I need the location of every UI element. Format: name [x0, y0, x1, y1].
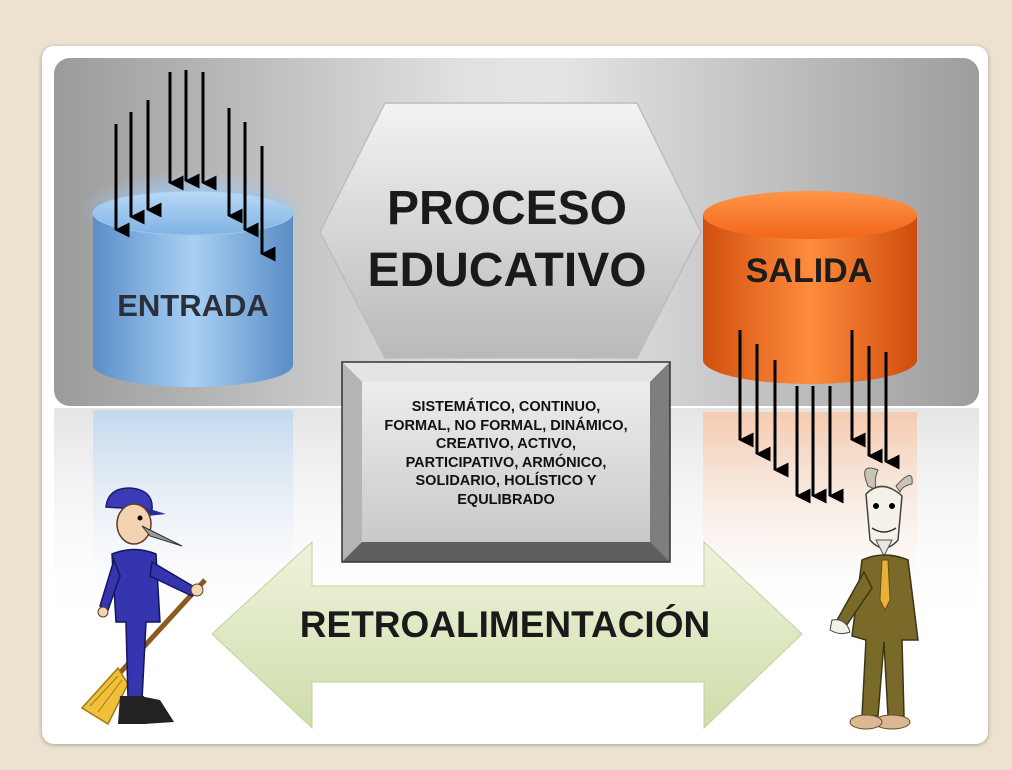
entrada-label: ENTRADA — [117, 288, 269, 323]
process-title-line1: PROCESO — [386, 182, 628, 235]
entrada-cylinder — [81, 170, 305, 387]
feedback-label: RETROALIMENTACIÓN — [299, 604, 711, 645]
salida-cylinder — [703, 191, 917, 384]
process-hexagon — [319, 102, 702, 359]
input-arrows — [114, 70, 276, 262]
goat-character-illustration — [829, 467, 919, 730]
attributes-box — [341, 361, 671, 563]
process-title-line2: EDUCATIVO — [367, 244, 647, 297]
process-attributes-text: SISTEMÁTICO, CONTINUO, FORMAL, NO FORMAL… — [384, 399, 628, 508]
process-title: PROCESO EDUCATIVO — [322, 178, 692, 302]
feedback-double-arrow — [211, 540, 803, 730]
output-arrows — [738, 330, 900, 504]
salida-label: SALIDA — [745, 252, 873, 290]
janitor-character-illustration — [80, 487, 207, 726]
